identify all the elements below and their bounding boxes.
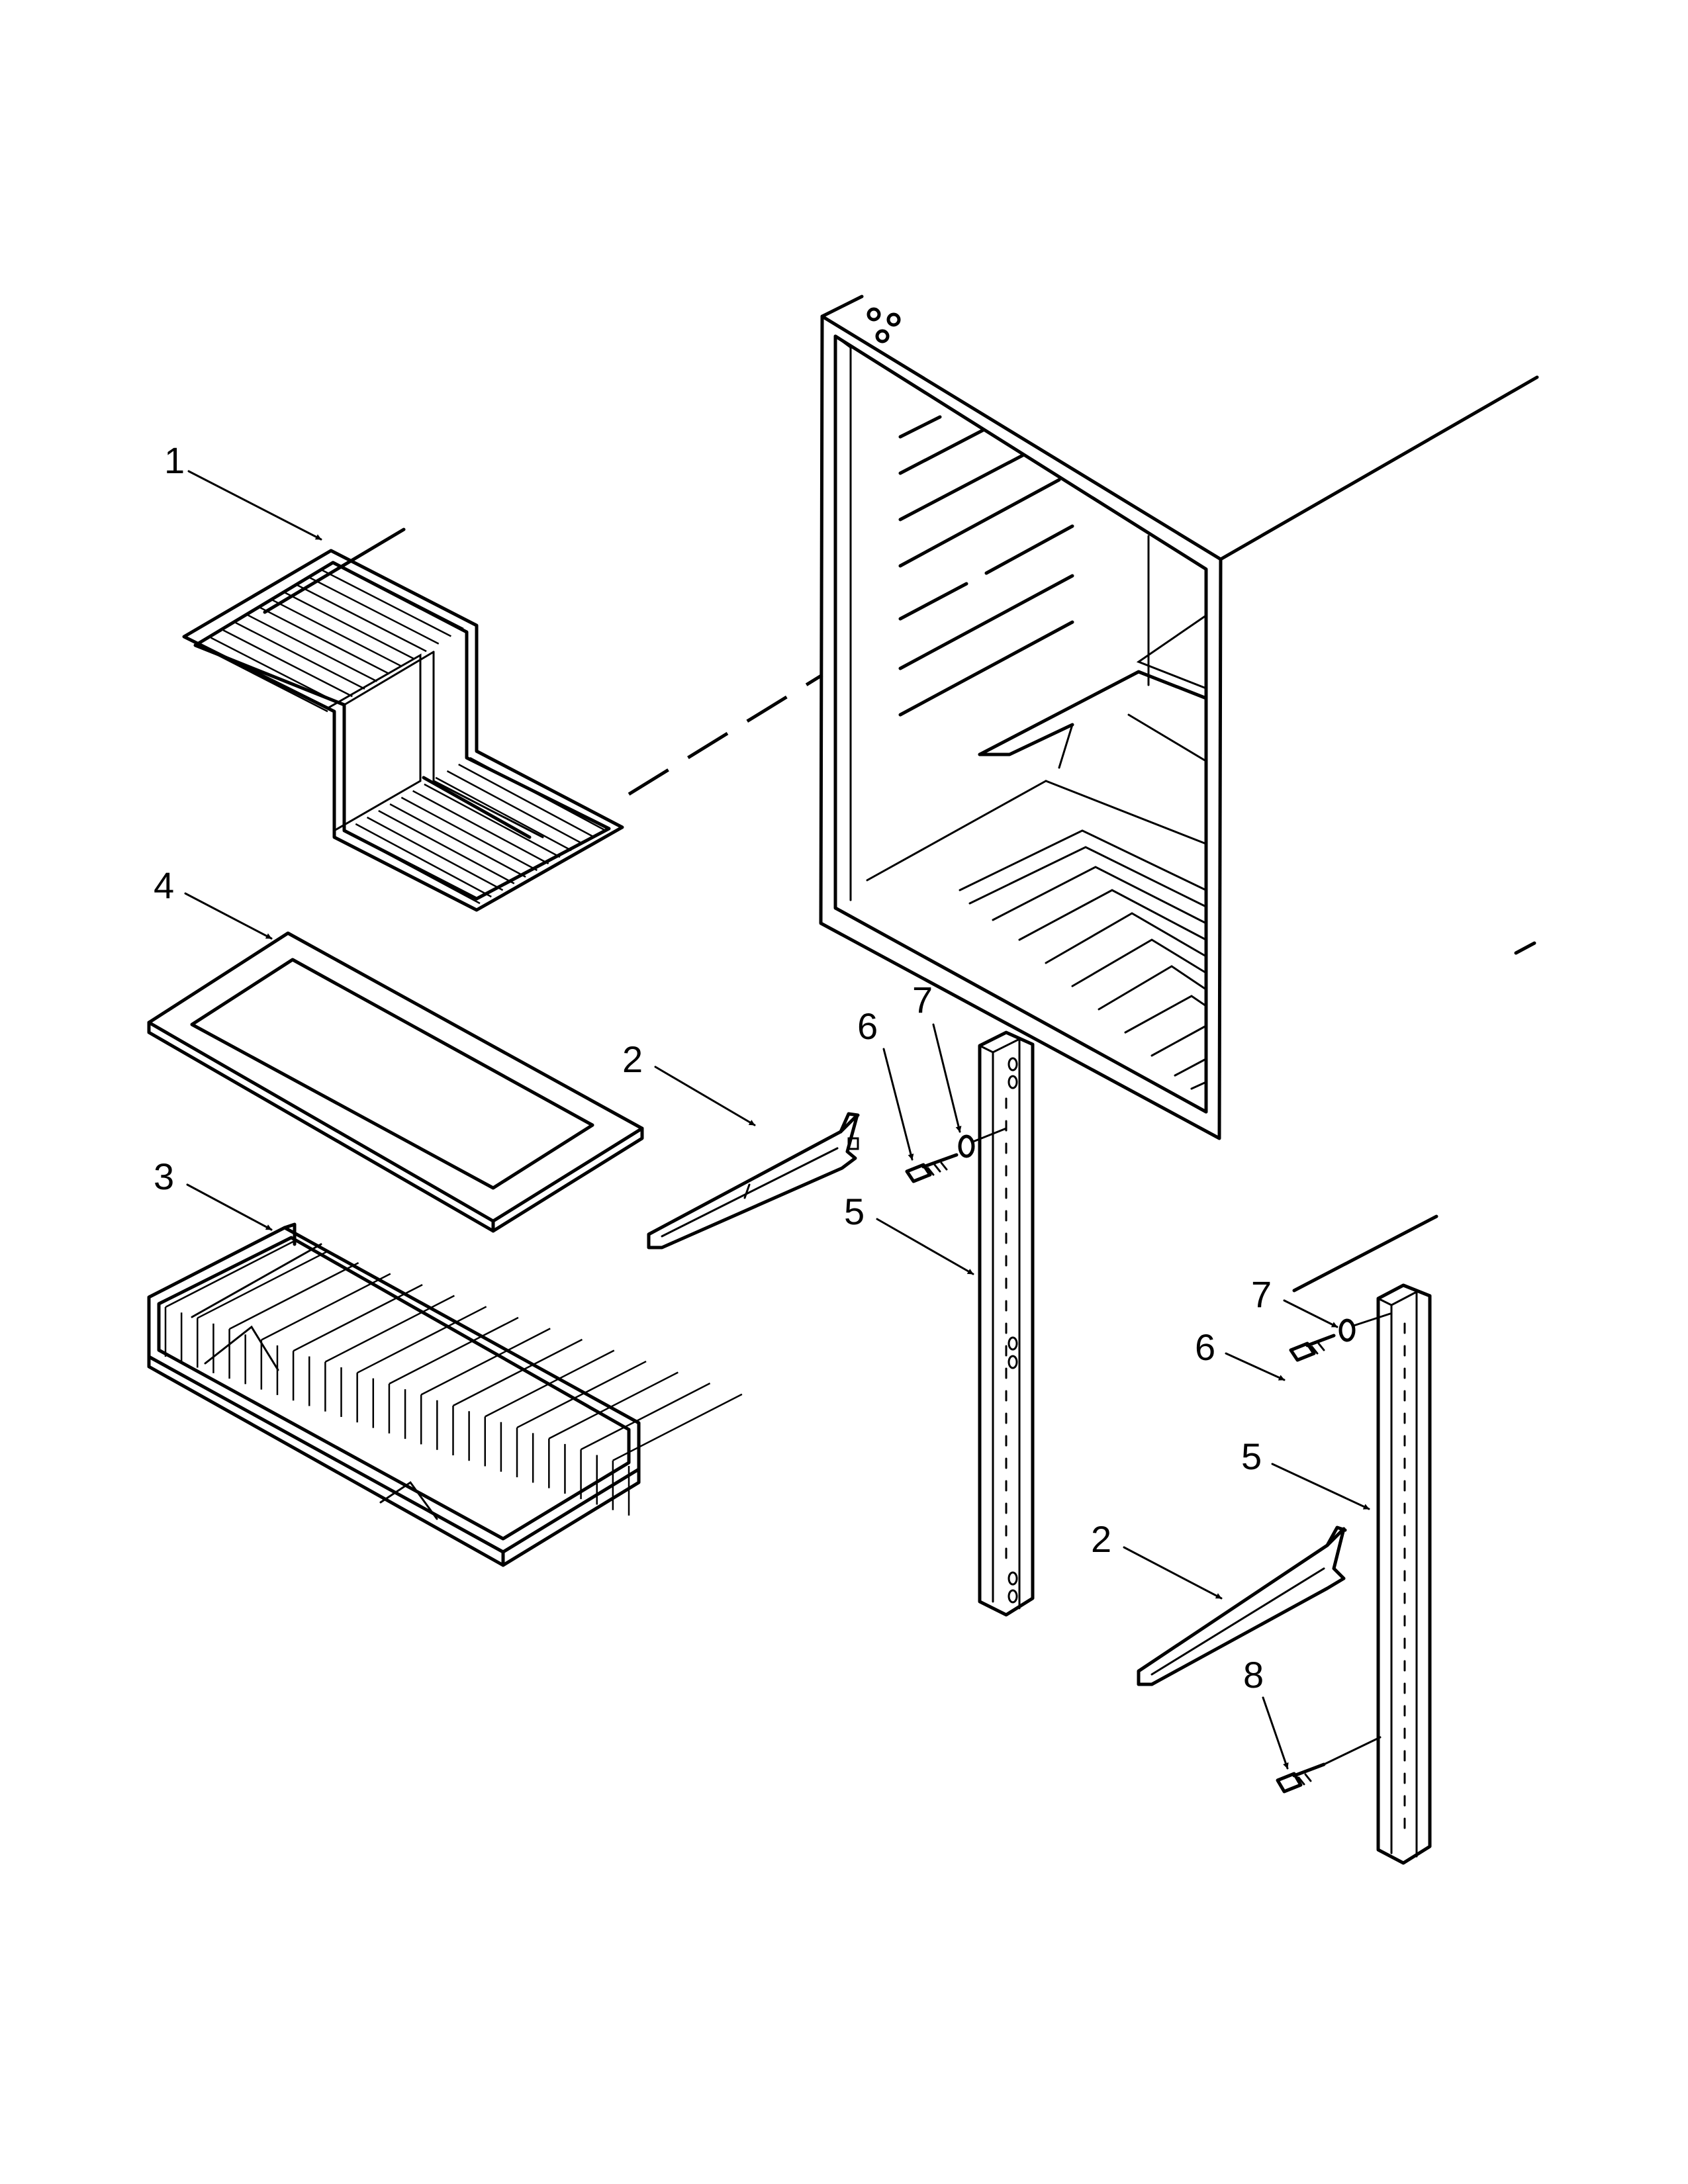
part-4-glass-shelf (147, 931, 644, 1233)
callout-7-upper: 7 (912, 979, 933, 1021)
part-5-vertical-rail-lower (1376, 1283, 1432, 1865)
part-3-wire-basket (147, 1222, 743, 1567)
leader-arrow-8 (1262, 1696, 1289, 1770)
leader-arrow-7-upper (932, 1023, 962, 1133)
callout-7-lower: 7 (1251, 1273, 1272, 1315)
callout-1: 1 (164, 439, 185, 481)
part-1-stepped-wire-shelf (182, 527, 624, 912)
part-5-vertical-rail-upper (978, 1030, 1035, 1617)
leader-arrow-1 (187, 470, 322, 541)
leader-arrow-5-lower (1271, 1463, 1370, 1510)
leader-arrow-3 (186, 1183, 273, 1231)
cabinet (628, 295, 1539, 1293)
leader-arrow-5-upper (876, 1218, 974, 1275)
leader-arrow-6-upper (882, 1048, 914, 1161)
callout-3: 3 (154, 1156, 174, 1197)
part-7-washer-lower (1338, 1312, 1391, 1342)
callout-5-lower: 5 (1241, 1435, 1262, 1477)
part-8-screw (1276, 1736, 1382, 1794)
callout-4: 4 (154, 864, 174, 906)
leader-arrow-6-lower (1225, 1352, 1286, 1381)
callouts: 1 4 3 2 6 7 5 7 6 5 2 8 (154, 439, 1370, 1770)
part-7-washer-upper (958, 1127, 1008, 1158)
leader-arrow-7-lower (1283, 1299, 1338, 1328)
callout-8: 8 (1243, 1654, 1264, 1696)
part-6-screw-lower (1289, 1334, 1336, 1362)
leader-arrow-2-lower (1123, 1546, 1223, 1600)
callout-2-upper: 2 (622, 1038, 643, 1080)
part-2-shelf-bracket-lower (1137, 1525, 1347, 1686)
part-2-shelf-bracket-upper (647, 1112, 860, 1250)
leader-arrow-4 (184, 892, 273, 940)
part-6-screw-upper (905, 1153, 959, 1183)
leader-arrow-2-upper (654, 1066, 756, 1126)
callout-6-lower: 6 (1195, 1326, 1215, 1368)
callout-6-upper: 6 (857, 1005, 878, 1047)
callout-2-lower: 2 (1091, 1518, 1111, 1560)
callout-5-upper: 5 (844, 1191, 865, 1232)
